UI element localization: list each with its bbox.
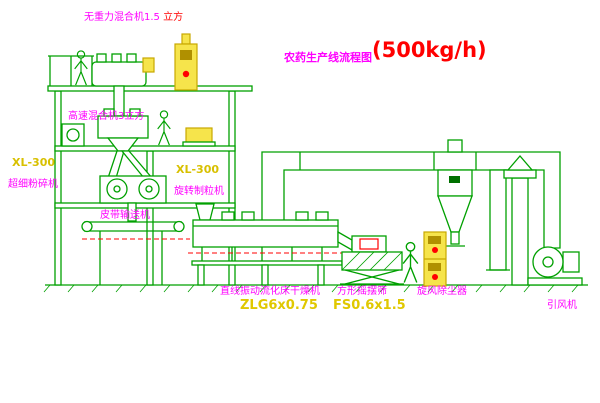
label-gravity-mixer-name: 无重力混合机1.5 [84,12,160,23]
fluid-bed-dryer [188,203,346,286]
label-dryer-model: ZLG6x0.75 [240,298,318,313]
induced-draft-fan [527,246,583,286]
control-cabinet-right [423,231,447,287]
label-sieve: 方形摇摆筛 [337,286,387,297]
crusher-unit [61,123,85,147]
label-gravity-mixer-unit: 立方 [163,12,184,23]
label-fan: 引风机 [547,300,577,311]
label-sieve-model: FS0.6x1.5 [333,298,406,313]
gravity-free-mixer [91,53,155,117]
dryer-outlet-chute [337,230,353,252]
label-crusher: 超细粉碎机 [8,179,58,190]
cyclone-separator [437,139,473,247]
belt-conveyor [81,220,190,285]
building-structure [47,55,253,286]
label-crusher-model: XL-300 [12,156,56,169]
diagram-title: 农药生产线流程图 [284,51,372,64]
label-gravity-mixer: 无重力混合机1.5 立方 [84,13,183,23]
square-sieve [340,235,404,285]
diagram-capacity: (500kg/h) [372,38,487,62]
ground-line [43,284,588,293]
floor2-machine [182,127,216,147]
y-chute [107,150,154,179]
worker-figure-ground [402,241,419,284]
downcomer-duct [486,169,510,271]
control-cabinet-top [174,33,198,91]
rotary-granulator [99,175,167,222]
label-dust-collector: 旋风除尘器 [417,286,467,297]
label-belt-conveyor: 皮带输送机 [100,210,150,221]
worker-figure-mid [157,110,171,146]
label-dryer: 直线振动流化床干燥机 [220,286,320,297]
exhaust-stack [503,155,537,286]
label-granulator: 旋转制粒机 [174,186,224,197]
label-granulator-model: XL-300 [176,163,220,176]
label-high-speed-mixer: 高速混合机3立方 [68,111,145,122]
